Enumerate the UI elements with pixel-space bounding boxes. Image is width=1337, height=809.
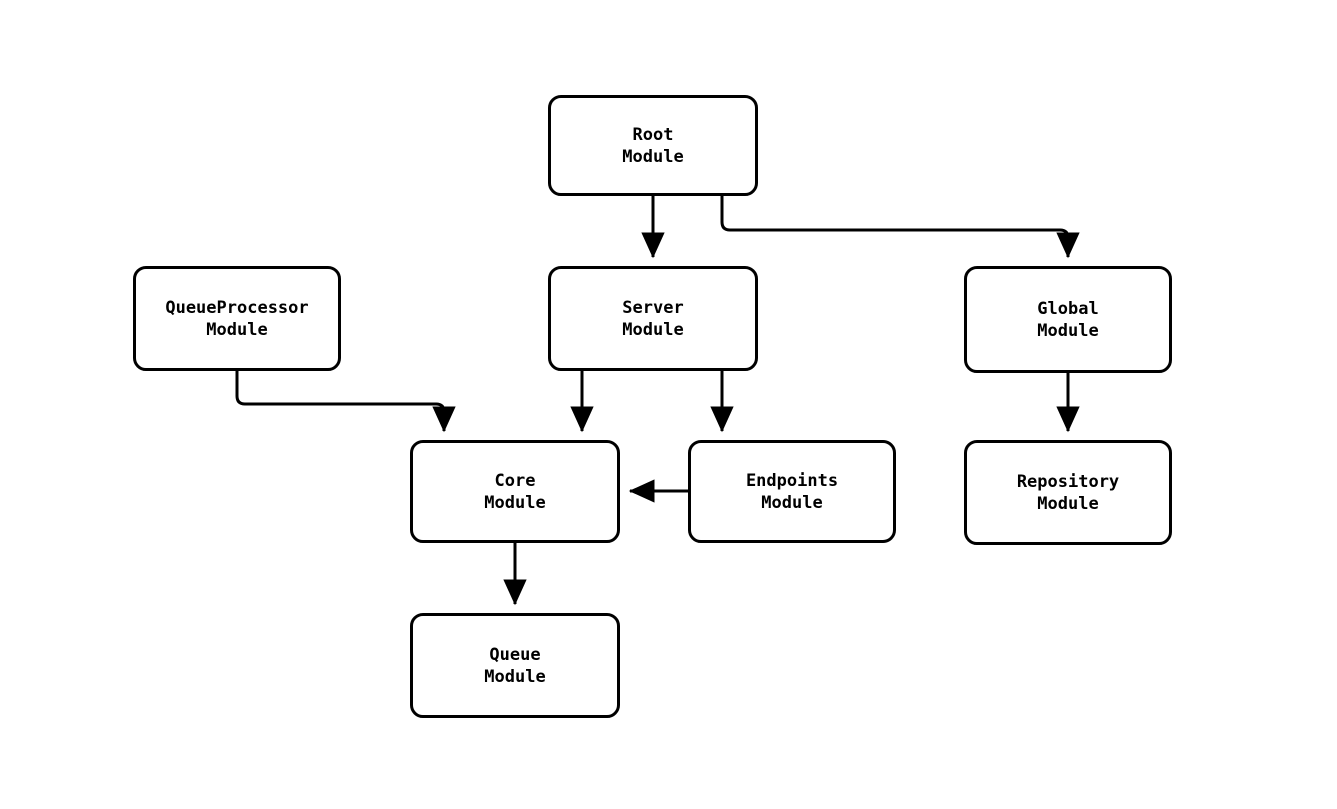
node-server-module[interactable]: Server Module: [548, 266, 758, 371]
node-repository-module[interactable]: Repository Module: [964, 440, 1172, 545]
node-queueprocessor-module-line1: QueueProcessor: [165, 297, 309, 318]
node-endpoints-module-line2: Module: [761, 492, 823, 513]
node-queue-module[interactable]: Queue Module: [410, 613, 620, 718]
node-core-module-line2: Module: [484, 492, 546, 513]
node-root-module-line1: Root: [632, 124, 674, 145]
node-root-module-line2: Module: [622, 146, 684, 167]
node-repository-module-line1: Repository: [1016, 471, 1120, 492]
node-global-module-line2: Module: [1037, 320, 1099, 341]
node-queueprocessor-module[interactable]: QueueProcessor Module: [133, 266, 341, 371]
node-global-module-line1: Global: [1037, 298, 1099, 319]
edge-queueprocessor-to-core: [235, 371, 456, 433]
edge-root-to-global: [720, 196, 1080, 259]
node-server-module-line1: Server: [622, 297, 684, 318]
node-core-module[interactable]: Core Module: [410, 440, 620, 543]
node-endpoints-module-line1: Endpoints: [745, 470, 839, 491]
node-queueprocessor-module-line2: Module: [206, 319, 268, 340]
node-core-module-line1: Core: [494, 470, 536, 491]
node-global-module[interactable]: Global Module: [964, 266, 1172, 373]
node-repository-module-line2: Module: [1037, 493, 1099, 514]
node-queue-module-line2: Module: [484, 666, 546, 687]
node-queue-module-line1: Queue: [489, 644, 541, 665]
node-endpoints-module[interactable]: Endpoints Module: [688, 440, 896, 543]
node-root-module[interactable]: Root Module: [548, 95, 758, 196]
node-server-module-line2: Module: [622, 319, 684, 340]
